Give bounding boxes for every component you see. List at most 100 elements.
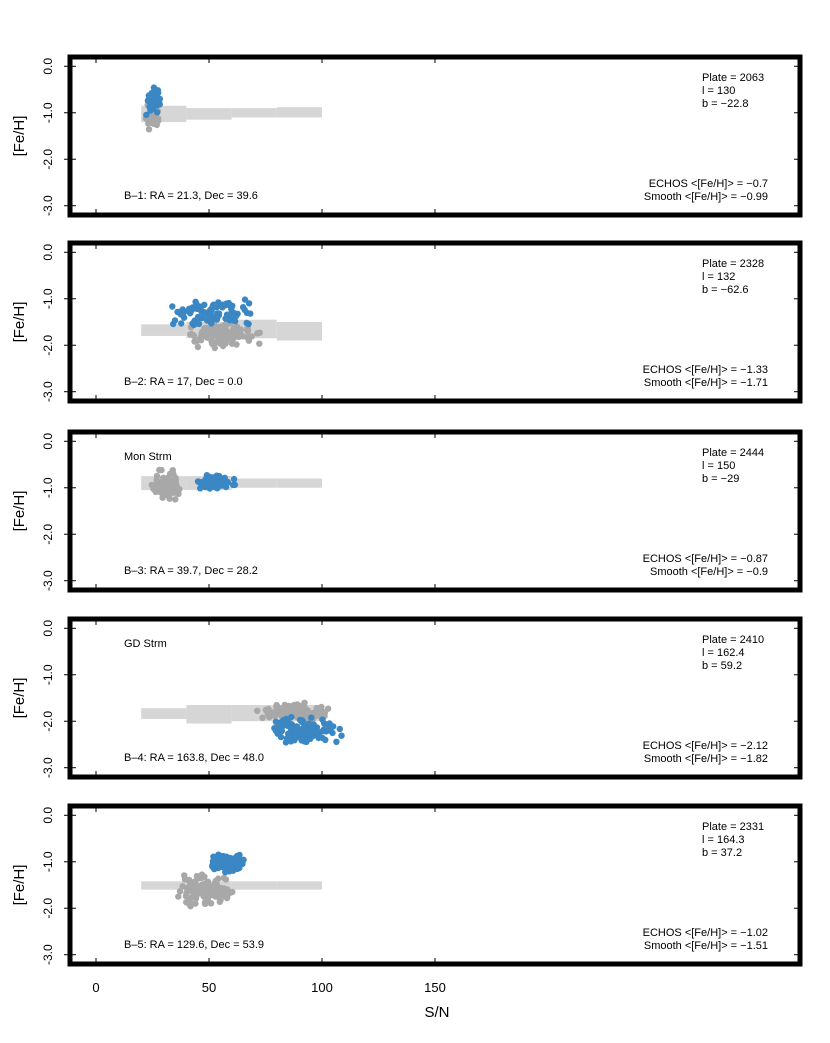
smooth-point <box>201 873 208 880</box>
echos-point <box>336 725 343 733</box>
echos-point <box>319 727 327 735</box>
y-tick-label: 0.0 <box>41 244 55 261</box>
y-tick-label: 0.0 <box>41 620 55 637</box>
echos-point <box>229 309 236 316</box>
echos-point <box>272 718 280 725</box>
echos-point <box>213 472 220 479</box>
y-axis-label: [Fe/H] <box>11 302 28 343</box>
smooth-band-segment <box>276 881 322 890</box>
y-tick-label: -1.0 <box>41 102 55 123</box>
y-tick-label: -3.0 <box>41 381 55 402</box>
echos-point <box>204 311 211 319</box>
smooth-point <box>217 884 225 892</box>
smooth-point <box>166 495 173 502</box>
echos-mean-label: ECHOS <[Fe/H]> = −0.87 <box>643 553 768 565</box>
smooth-point <box>145 126 153 133</box>
echos-point <box>230 855 237 862</box>
echos-point <box>186 305 193 312</box>
smooth-point <box>235 332 243 339</box>
smooth-point <box>184 888 191 896</box>
smooth-point <box>159 494 166 501</box>
plate-label: Plate = 2444 <box>702 447 764 459</box>
echos-mean-label: ECHOS <[Fe/H]> = −1.02 <box>643 927 768 939</box>
echos-point <box>245 300 253 307</box>
y-tick-label: -3.0 <box>41 195 55 216</box>
smooth-point <box>176 888 184 895</box>
echos-point <box>321 720 328 727</box>
smooth-point <box>150 485 157 493</box>
echos-point <box>208 320 215 327</box>
smooth-mean-label: Smooth <[Fe/H]> = −1.71 <box>644 377 768 389</box>
smooth-point <box>175 490 182 498</box>
x-tick-label: 150 <box>424 980 446 995</box>
smooth-point <box>244 328 251 335</box>
smooth-point <box>158 466 165 474</box>
smooth-point <box>226 889 234 896</box>
smooth-point <box>164 480 172 487</box>
y-tick-label: 0.0 <box>41 807 55 824</box>
smooth-mean-label: Smooth <[Fe/H]> = −0.9 <box>650 566 768 578</box>
smooth-point <box>287 706 294 714</box>
echos-mean-label: ECHOS <[Fe/H]> = −1.33 <box>643 364 768 376</box>
smooth-point <box>188 900 195 907</box>
echos-point <box>299 717 306 724</box>
echos-point <box>215 312 222 319</box>
echos-point <box>239 304 247 311</box>
echos-point <box>219 863 226 870</box>
smooth-point <box>156 479 163 486</box>
smooth-band-segment <box>276 107 322 118</box>
y-tick-label: -2.0 <box>41 524 55 545</box>
smooth-mean-label: Smooth <[Fe/H]> = −0.99 <box>644 191 768 203</box>
echos-point <box>301 724 309 731</box>
echos-point <box>293 723 301 730</box>
echos-point <box>200 482 207 490</box>
smooth-point <box>193 872 201 880</box>
echos-point <box>287 723 294 730</box>
echos-point <box>307 726 315 733</box>
smooth-point <box>194 343 202 351</box>
y-tick-label: -1.0 <box>41 477 55 498</box>
echos-point <box>169 303 176 310</box>
echos-point <box>222 869 229 876</box>
y-tick-label: -1.0 <box>41 664 55 685</box>
echos-point <box>219 475 226 482</box>
y-tick-label: -2.0 <box>41 711 55 732</box>
smooth-point <box>313 704 320 712</box>
stream-label: GD Strm <box>124 638 167 650</box>
smooth-mean-label: Smooth <[Fe/H]> = −1.82 <box>644 753 768 765</box>
smooth-point <box>172 474 179 481</box>
smooth-point <box>203 887 210 894</box>
galactic-l-label: l = 150 <box>702 460 735 472</box>
echos-mean-label: ECHOS <[Fe/H]> = −0.7 <box>649 178 768 190</box>
stream-label: Mon Strm <box>124 451 172 463</box>
echos-point <box>243 309 251 316</box>
galactic-l-label: l = 130 <box>702 85 735 97</box>
smooth-point <box>223 894 231 902</box>
smooth-mean-label: Smooth <[Fe/H]> = −1.51 <box>644 940 768 952</box>
smooth-band-segment <box>141 881 187 890</box>
echos-point <box>212 482 219 489</box>
echos-point <box>178 320 185 327</box>
echos-point <box>223 300 230 307</box>
y-tick-label: -3.0 <box>41 757 55 778</box>
y-tick-label: -3.0 <box>41 570 55 591</box>
y-tick-label: -1.0 <box>41 851 55 872</box>
x-tick-label: 100 <box>311 980 333 995</box>
echos-point <box>148 101 155 108</box>
smooth-point <box>150 119 158 126</box>
smooth-point <box>204 895 212 903</box>
field-label: B–5: RA = 129.6, Dec = 53.9 <box>124 939 264 951</box>
galactic-l-label: l = 164.3 <box>702 834 745 846</box>
echos-point <box>178 311 185 318</box>
echos-point <box>210 861 217 868</box>
y-tick-label: -2.0 <box>41 335 55 356</box>
smooth-point <box>197 884 204 891</box>
echos-point <box>279 723 286 730</box>
echos-point <box>225 315 233 322</box>
echos-point <box>148 93 155 100</box>
y-tick-label: -2.0 <box>41 898 55 919</box>
smooth-point <box>220 874 227 882</box>
smooth-point <box>269 709 276 716</box>
